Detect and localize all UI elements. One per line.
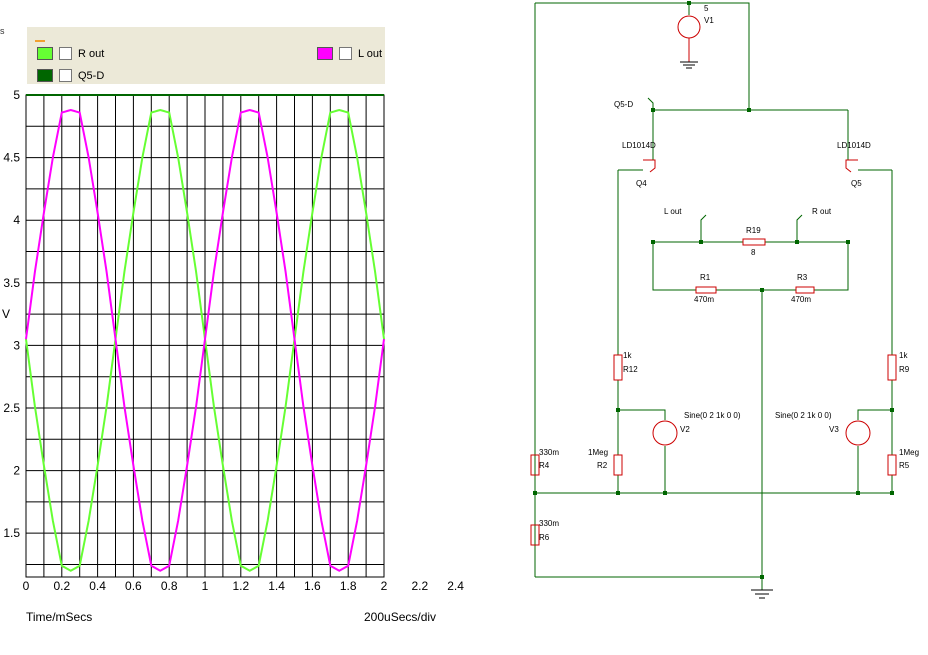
r3-resistor-symbol (795, 286, 815, 294)
x-tick-label: 2.2 (411, 579, 428, 593)
series-lines (25, 94, 385, 572)
r5-name: R5 (899, 461, 910, 470)
r2-value: 1Meg (588, 448, 608, 457)
r1-value: 470m (694, 295, 714, 304)
r19-name: R19 (746, 226, 761, 235)
r9-name: R9 (899, 365, 910, 374)
r4-resistor-symbol (530, 454, 540, 476)
v2-spec: Sine(0 2 1k 0 0) (684, 411, 741, 420)
x-tick-label: 2 (381, 579, 388, 593)
legend-accent (35, 40, 45, 42)
y-tick-label: 4 (13, 213, 20, 227)
legend-checkbox-l-out[interactable] (339, 47, 352, 60)
r4-value: 330m (539, 448, 559, 457)
y-tick-label: 3 (13, 338, 20, 352)
legend-label-q5-d: Q5-D (78, 69, 105, 82)
legend-item-l-out[interactable]: L out (317, 47, 382, 60)
r9-value: 1k (899, 351, 908, 360)
r9-resistor-symbol (887, 354, 897, 381)
legend-swatch-q5-d (37, 69, 53, 82)
r19-resistor-symbol (742, 238, 766, 246)
v2-name: V2 (680, 425, 690, 434)
y-tick-label: 4.5 (3, 151, 20, 165)
r6-value: 330m (539, 519, 559, 528)
r3-name: R3 (797, 273, 808, 282)
r1-name: R1 (700, 273, 711, 282)
legend-label-r-out: R out (78, 47, 105, 60)
series-line-l-out (25, 108, 385, 572)
x-tick-label: 0.4 (89, 579, 106, 593)
r-out-label: R out (812, 207, 832, 216)
x-tick-label: 1.2 (232, 579, 249, 593)
components (530, 15, 897, 599)
v3-name: V3 (829, 425, 839, 434)
x-tick-label: 0.8 (161, 579, 178, 593)
x-tick-label: 1.4 (268, 579, 285, 593)
r6-name: R6 (539, 533, 550, 542)
x-tick-label: 0.6 (125, 579, 142, 593)
r19-value: 8 (751, 248, 756, 257)
v3-spec: Sine(0 2 1k 0 0) (775, 411, 832, 420)
r5-resistor-symbol (887, 454, 897, 476)
x-tick-label: 0.2 (53, 579, 70, 593)
legend-item-r-out[interactable]: R out (37, 47, 104, 60)
v3-source-symbol (845, 420, 871, 446)
v2-source-symbol (652, 420, 678, 446)
q4-model: LD1014D (622, 141, 656, 150)
legend-checkbox-q5-d[interactable] (59, 69, 72, 82)
legend-swatch-l-out (317, 47, 333, 60)
r12-name: R12 (623, 365, 638, 374)
y-axis-label: V (2, 307, 10, 321)
wires (534, 2, 893, 590)
y-tick-label: 2.5 (3, 401, 20, 415)
x-axis-label: Time/mSecs (26, 610, 93, 624)
x-tick-label: 1.6 (304, 579, 321, 593)
corner-mark: s (0, 26, 5, 36)
r6-resistor-symbol (530, 524, 540, 546)
junction-dots (533, 1, 894, 579)
q5-name: Q5 (851, 179, 862, 188)
x-tick-label: 1.8 (340, 579, 357, 593)
x-tick-label: 1 (202, 579, 209, 593)
legend-panel: R out L out Q5-D (27, 27, 385, 84)
y-tick-label: 3.5 (3, 276, 20, 290)
scale-label: 200uSecs/div (364, 610, 437, 624)
y-axis-ticks: 1.5 2 2.5 3 3.5 4 4.5 5 (3, 88, 20, 540)
q5d-label: Q5-D (614, 100, 633, 109)
waveform-chart: 1.5 2 2.5 3 3.5 4 4.5 5 0 0.2 0.4 0.6 0.8 1 1.2 1.4 1.6… (2, 88, 465, 593)
r1-resistor-symbol (695, 286, 717, 294)
q5-model: LD1014D (837, 141, 871, 150)
l-out-label: L out (664, 207, 682, 216)
r12-value: 1k (623, 351, 632, 360)
r5-value: 1Meg (899, 448, 919, 457)
v1-name: V1 (704, 16, 714, 25)
q4-name: Q4 (636, 179, 647, 188)
x-tick-label: 0 (23, 579, 30, 593)
v1-value: 5 (704, 4, 709, 13)
r2-resistor-symbol (613, 454, 623, 476)
legend-checkbox-r-out[interactable] (59, 47, 72, 60)
x-axis-ticks: 0 0.2 0.4 0.6 0.8 1 1.2 1.4 1.6 1.8 2 2.2 2.4 (23, 579, 465, 593)
r4-name: R4 (539, 461, 550, 470)
v1-source-symbol (677, 15, 701, 39)
legend-swatch-r-out (37, 47, 53, 60)
y-tick-label: 5 (13, 88, 20, 102)
y-tick-label: 1.5 (3, 526, 20, 540)
r2-name: R2 (597, 461, 608, 470)
legend-item-q5-d[interactable]: Q5-D (37, 69, 104, 82)
r12-resistor-symbol (613, 354, 623, 381)
legend-label-l-out: L out (358, 47, 383, 60)
y-tick-label: 2 (13, 464, 20, 478)
x-tick-label: 2.4 (447, 579, 464, 593)
r3-value: 470m (791, 295, 811, 304)
